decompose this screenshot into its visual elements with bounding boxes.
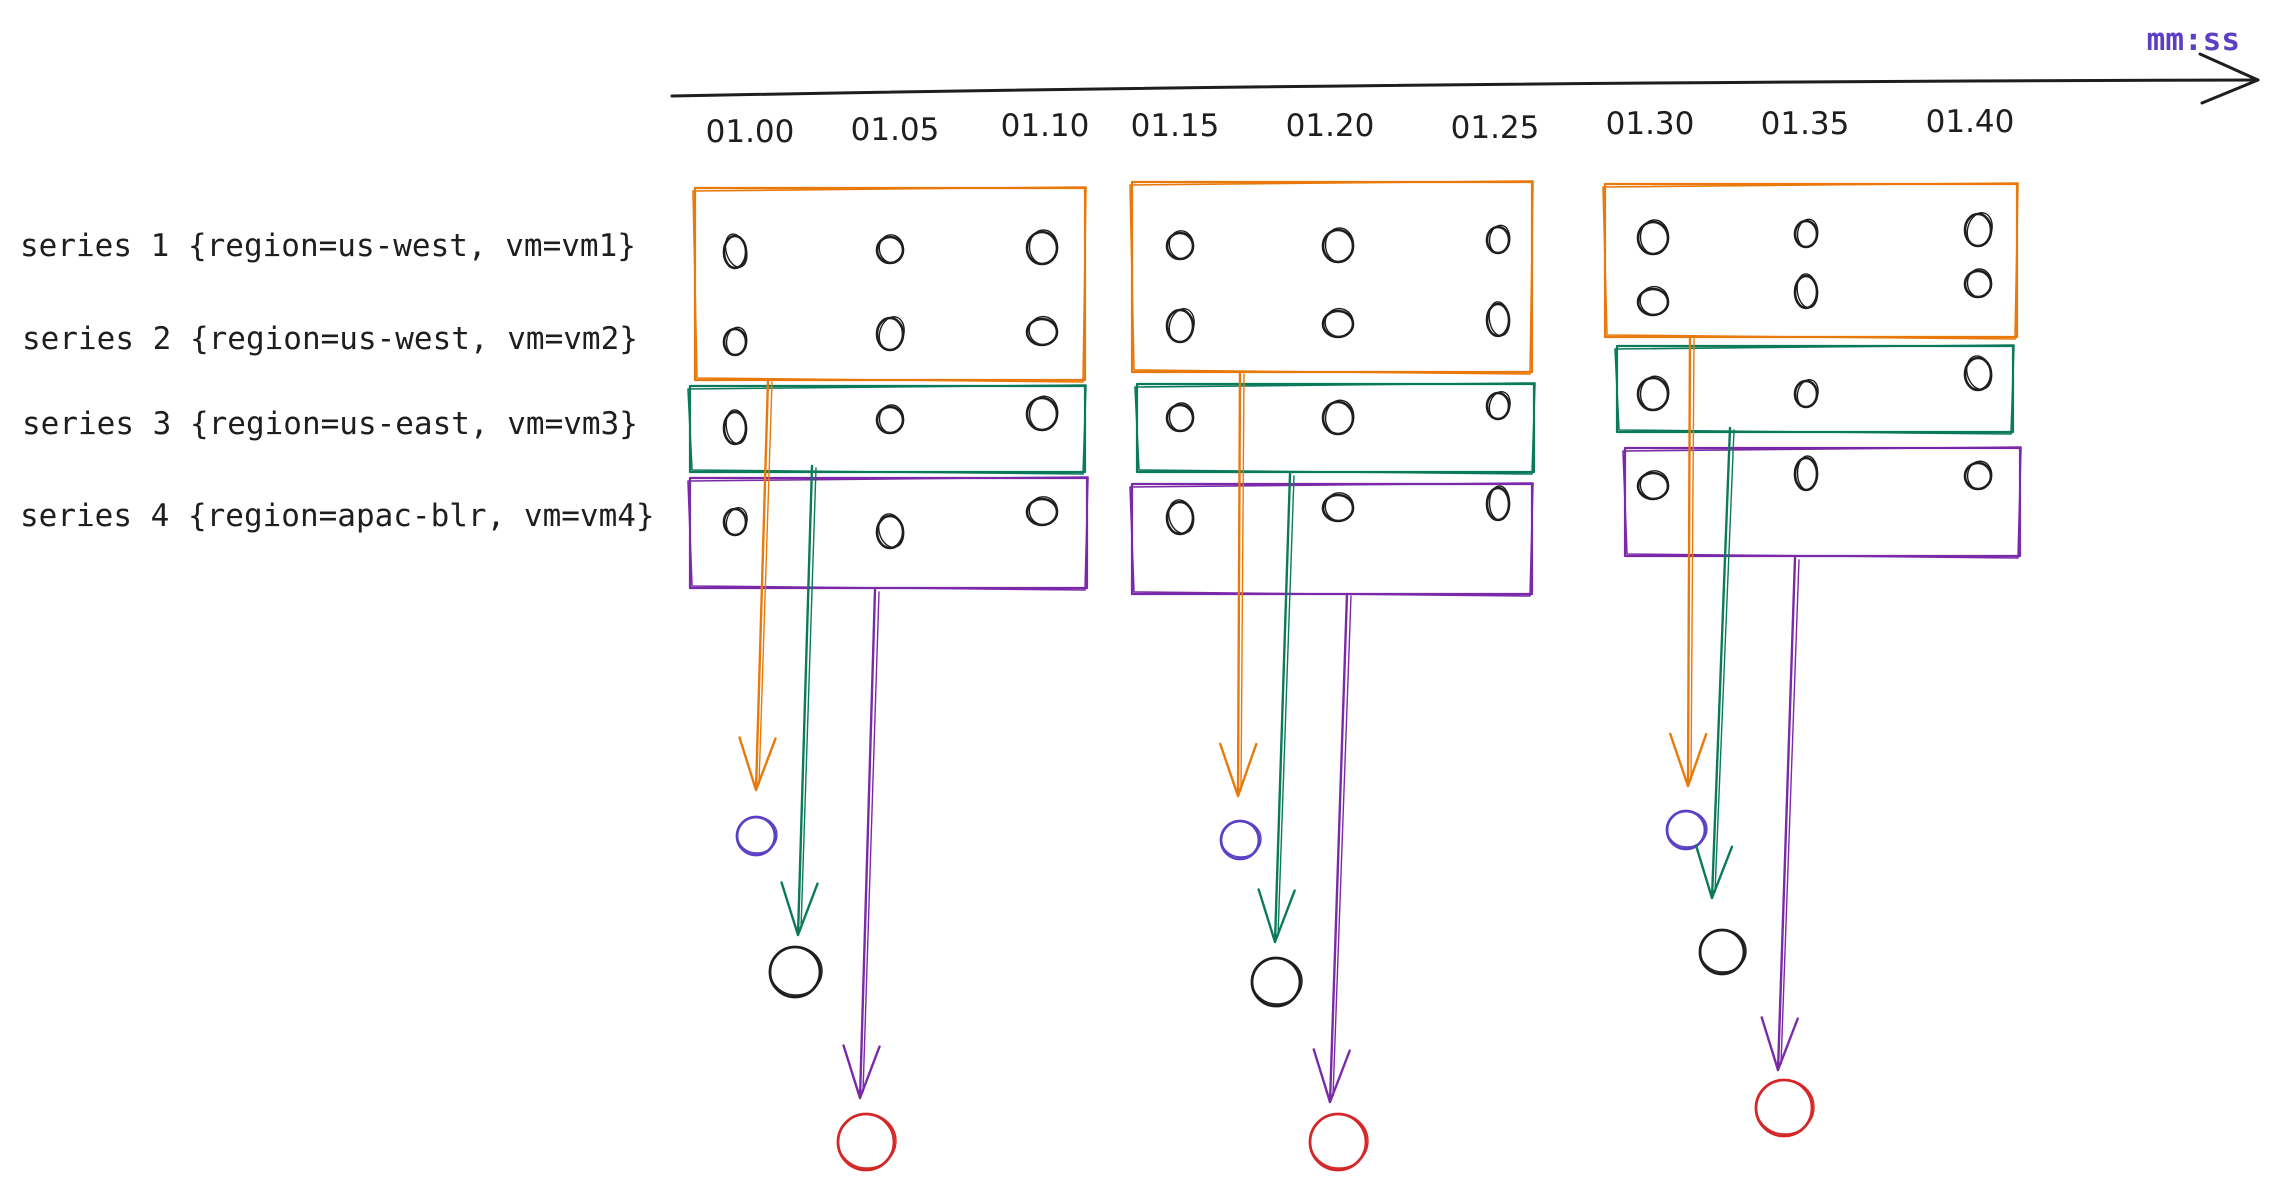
sample-dot-series-1-01-20 bbox=[1321, 227, 1355, 264]
series-label-3: series 3 {region=us-east, vm=vm3} bbox=[22, 406, 638, 442]
sample-dot-series-1-01-10 bbox=[1025, 229, 1059, 266]
window-3-us-east-box bbox=[1614, 344, 2015, 435]
sample-dot-series-2-01-40 bbox=[1963, 268, 1993, 299]
series-label-4: series 4 {region=apac-blr, vm=vm4} bbox=[20, 498, 655, 534]
sample-dot-series-1-01-35 bbox=[1793, 218, 1819, 249]
window-1-apac-blr-arrow bbox=[842, 588, 881, 1100]
sample-dot-series-1-01-05 bbox=[875, 234, 905, 265]
window-3-us-west-result bbox=[1665, 809, 1708, 851]
time-axis-line bbox=[670, 78, 2260, 98]
tick-label-01-05: 01.05 bbox=[851, 112, 940, 148]
window-3 bbox=[1602, 182, 2022, 1138]
tick-label-01-10: 01.10 bbox=[1001, 108, 1090, 144]
window-1-us-west-box bbox=[692, 186, 1087, 383]
sample-dot-series-3-01-00 bbox=[722, 409, 748, 446]
window-1-us-west-result bbox=[735, 815, 778, 857]
window-3-us-west-box bbox=[1602, 182, 2019, 340]
sample-dot-series-3-01-35 bbox=[1793, 379, 1819, 409]
window-1-us-east-arrow bbox=[780, 464, 819, 937]
window-2-us-east-box bbox=[1134, 382, 1536, 475]
sample-dot-series-2-01-35 bbox=[1793, 273, 1819, 310]
window-3-apac-blr-result bbox=[1754, 1078, 1815, 1138]
sample-dot-series-2-01-30 bbox=[1636, 285, 1670, 317]
sample-dot-series-3-01-40 bbox=[1963, 355, 1993, 392]
sample-dot-series-3-01-05 bbox=[875, 404, 905, 435]
sample-dot-series-2-01-25 bbox=[1485, 301, 1511, 338]
window-1-us-east-box bbox=[687, 384, 1087, 475]
window-2-us-east-result bbox=[1250, 956, 1303, 1008]
window-1-us-east-result bbox=[768, 945, 823, 999]
window-1-apac-blr-result bbox=[836, 1112, 897, 1172]
time-axis: mm:ss bbox=[670, 22, 2260, 105]
sample-dot-series-3-01-25 bbox=[1485, 391, 1511, 421]
sample-dot-series-4-01-00 bbox=[722, 507, 748, 537]
sample-dot-series-1-01-00 bbox=[722, 233, 748, 270]
window-2-us-west-result bbox=[1219, 819, 1262, 861]
time-axis-tick-labels: 01.00 01.05 01.10 01.15 01.20 01.25 01.30 01.35… bbox=[706, 104, 2015, 150]
window-1 bbox=[687, 186, 1089, 1172]
sample-dot-series-1-01-15 bbox=[1165, 230, 1195, 261]
sample-dot-series-4-01-25 bbox=[1485, 485, 1511, 522]
sample-dot-series-4-01-40 bbox=[1963, 460, 1993, 491]
aggregation-windows bbox=[687, 180, 2022, 1172]
sample-dot-series-2-01-15 bbox=[1165, 308, 1195, 344]
series-label-2: series 2 {region=us-west, vm=vm2} bbox=[22, 321, 638, 357]
tick-label-01-30: 01.30 bbox=[1606, 106, 1695, 142]
tick-label-01-00: 01.00 bbox=[706, 114, 795, 150]
window-2-us-west-box bbox=[1129, 180, 1534, 375]
sample-dot-series-2-01-20 bbox=[1321, 307, 1355, 339]
tick-label-01-20: 01.20 bbox=[1286, 108, 1375, 144]
time-axis-arrowhead-icon bbox=[2198, 52, 2260, 105]
series-label-1: series 1 {region=us-west, vm=vm1} bbox=[20, 228, 636, 264]
tick-label-01-40: 01.40 bbox=[1926, 104, 2015, 140]
window-3-apac-blr-arrow bbox=[1760, 556, 1800, 1072]
sample-dot-series-2-01-05 bbox=[875, 316, 905, 352]
tick-label-01-35: 01.35 bbox=[1761, 106, 1850, 142]
sample-dot-series-3-01-20 bbox=[1321, 399, 1355, 436]
window-1-us-west-arrow bbox=[738, 378, 777, 792]
window-2-apac-blr-result bbox=[1308, 1112, 1369, 1172]
sample-dot-series-3-01-30 bbox=[1636, 375, 1670, 412]
sample-dot-series-3-01-10 bbox=[1025, 395, 1059, 432]
window-2-us-west-arrow bbox=[1219, 370, 1258, 798]
window-3-us-west-arrow bbox=[1669, 335, 1708, 788]
window-2 bbox=[1129, 180, 1536, 1172]
window-2-us-east-arrow bbox=[1257, 472, 1296, 944]
time-axis-unit: mm:ss bbox=[2147, 22, 2240, 58]
window-1-apac-blr-box bbox=[687, 476, 1089, 591]
tick-label-01-15: 01.15 bbox=[1131, 108, 1220, 144]
series-labels: series 1 {region=us-west, vm=vm1} series … bbox=[20, 228, 655, 534]
sample-dot-series-4-01-10 bbox=[1025, 496, 1059, 527]
window-3-us-east-result bbox=[1698, 928, 1747, 976]
sample-dot-series-3-01-15 bbox=[1165, 402, 1195, 433]
sample-dot-series-1-01-25 bbox=[1485, 224, 1511, 255]
sample-dot-series-4-01-35 bbox=[1793, 455, 1819, 492]
window-3-apac-blr-box bbox=[1622, 446, 2022, 559]
sample-dot-series-1-01-40 bbox=[1963, 212, 1993, 248]
sample-dot-series-4-01-30 bbox=[1636, 470, 1670, 501]
window-2-apac-blr-arrow bbox=[1312, 592, 1352, 1104]
window-3-us-east-arrow bbox=[1694, 426, 1735, 900]
sample-dot-series-2-01-00 bbox=[722, 326, 748, 357]
sample-dot-series-4-01-15 bbox=[1165, 499, 1195, 536]
sample-dot-series-4-01-05 bbox=[875, 513, 905, 550]
tick-label-01-25: 01.25 bbox=[1451, 110, 1540, 146]
sample-dot-series-1-01-30 bbox=[1636, 219, 1670, 256]
sample-dot-series-4-01-20 bbox=[1321, 492, 1355, 523]
window-2-apac-blr-box bbox=[1129, 482, 1534, 597]
sample-dot-series-2-01-10 bbox=[1025, 315, 1059, 347]
